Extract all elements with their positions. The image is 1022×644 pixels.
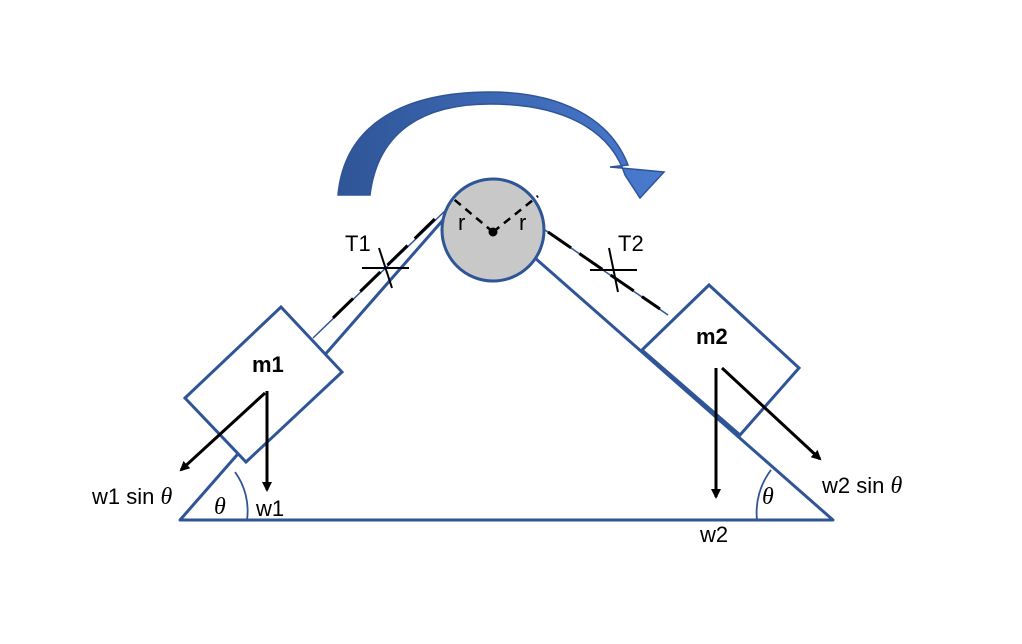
radius-label-left: r [458, 210, 465, 235]
component-vector-m2 [720, 366, 822, 461]
angle-arc-right [755, 469, 772, 521]
cut-mark-right [590, 247, 637, 293]
component-label-m2-angle: θ [890, 473, 902, 499]
tension-label-t2: T2 [618, 231, 644, 256]
component-label-m1-angle: θ [160, 484, 172, 510]
angle-label-right: θ [762, 484, 774, 510]
mass-label-m1: m1 [252, 352, 284, 377]
weight-label-w2: w2 [699, 522, 728, 547]
radius-label-right: r [519, 210, 526, 235]
angle-label-left: θ [214, 494, 226, 520]
component-vector-m1 [179, 391, 267, 472]
rotation-arrow [337, 91, 666, 200]
pulley-axle [488, 227, 498, 237]
tension-label-t1: T1 [345, 231, 371, 256]
mass-label-m2: m2 [696, 324, 728, 349]
component-label-m2-text: w2 sin [821, 473, 890, 498]
radius-line-right [492, 195, 539, 233]
angle-arc-left [234, 471, 249, 521]
block-m2 [639, 282, 802, 438]
weight-label-w1: w1 [255, 496, 284, 521]
component-label-m2: w2 sin θ [821, 473, 902, 499]
block-m1 [182, 304, 345, 465]
component-label-m1-text: w1 sin [91, 484, 160, 509]
component-label-m1: w1 sin θ [91, 484, 172, 510]
tension-vector-right [547, 230, 661, 311]
radius-line-left [449, 195, 494, 233]
tension-vector-left [331, 210, 444, 320]
cut-mark-left [362, 247, 409, 289]
